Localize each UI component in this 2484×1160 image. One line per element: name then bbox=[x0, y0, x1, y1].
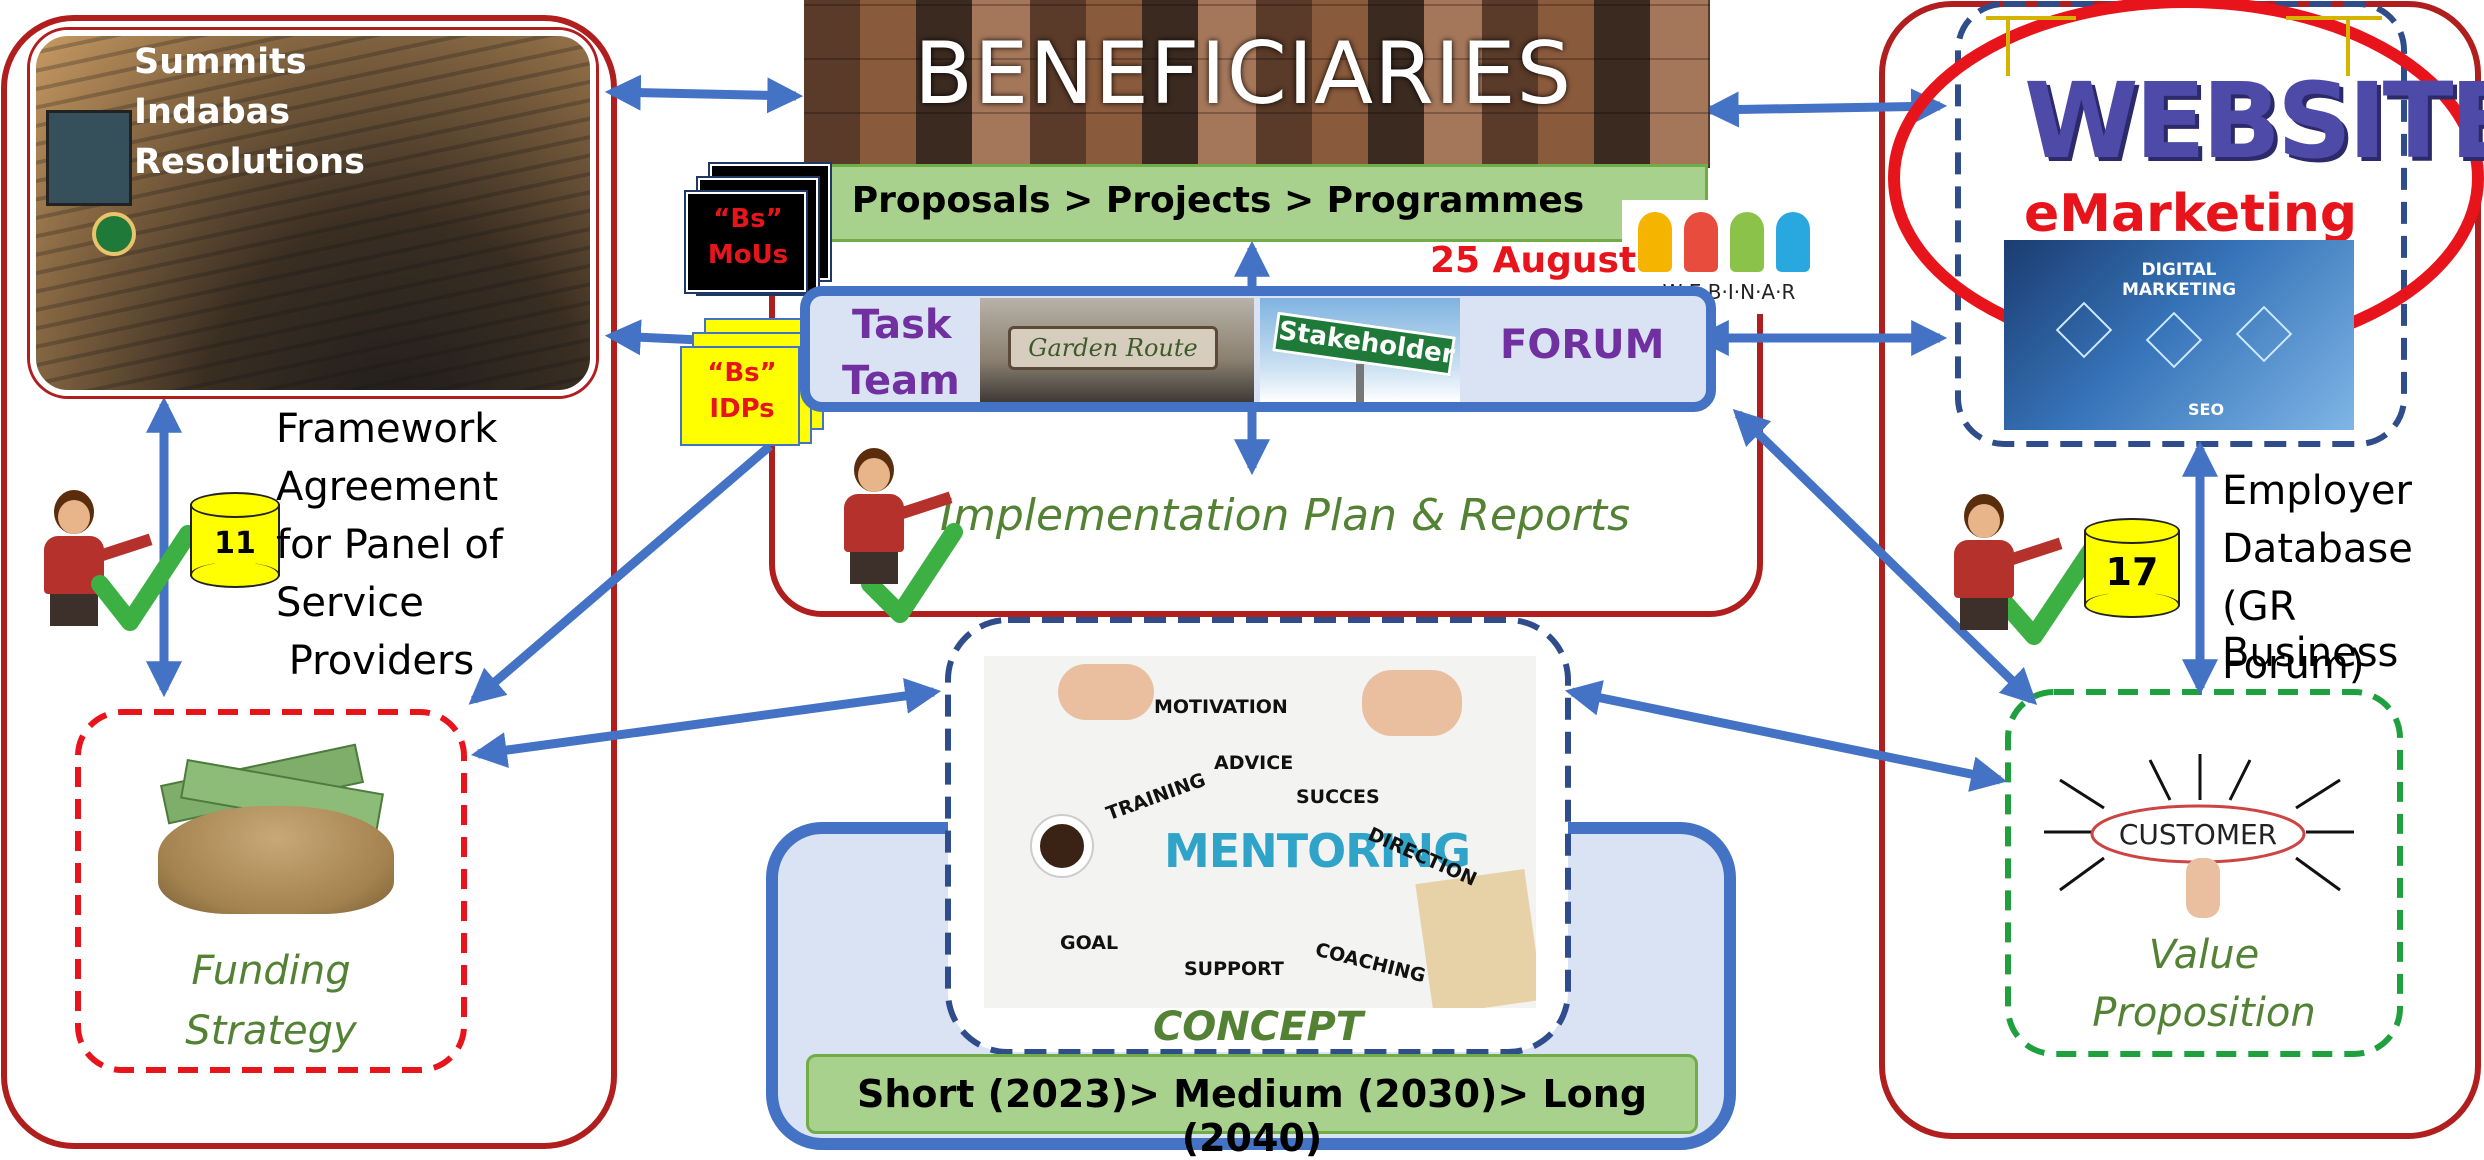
forum-band bbox=[800, 286, 1716, 412]
employer-db-line-1: Employer bbox=[2222, 468, 2412, 514]
mentoring-word-support: SUPPORT bbox=[1184, 958, 1284, 980]
coffee-cup bbox=[1032, 816, 1092, 876]
digital-marketing-image: DIGITAL MARKETING SEO bbox=[2004, 240, 2354, 430]
bs-mous-line1: “Bs” bbox=[713, 204, 783, 234]
framework-line-2: Agreement bbox=[276, 464, 499, 510]
resolutions-label: Resolutions bbox=[134, 142, 366, 182]
employer-db-line-2: Database bbox=[2222, 526, 2413, 572]
mentoring-word-advice: ADVICE bbox=[1214, 752, 1294, 774]
emarketing-label: eMarketing bbox=[2024, 184, 2358, 244]
digital-hexagon-2 bbox=[2145, 311, 2203, 369]
mentoring-word-succes: SUCCES bbox=[1296, 786, 1380, 808]
webinar-head-icon-3 bbox=[1730, 212, 1764, 272]
employer-db-line-4: Forum) bbox=[2222, 642, 2365, 688]
value-line-1: Value bbox=[2148, 932, 2260, 978]
pipeline-bar bbox=[826, 164, 1708, 242]
mentoring-photo: MENTORING MOTIVATION ADVICE TRAINING SUC… bbox=[984, 656, 1536, 1008]
presenter-figure-implementation bbox=[830, 448, 953, 584]
money-bag-illustration bbox=[122, 743, 422, 914]
mentoring-word-motivation: MOTIVATION bbox=[1154, 696, 1288, 718]
garden-route-sign-photo: Garden Route bbox=[980, 298, 1254, 402]
bs-idps-line1: “Bs” bbox=[707, 358, 777, 388]
concept-label: CONCEPT bbox=[1152, 1004, 1364, 1050]
digital-hexagon-3 bbox=[2235, 305, 2293, 363]
website-wordmark: WEBSITE bbox=[2024, 60, 2484, 182]
seo-text: SEO bbox=[2188, 400, 2225, 419]
mentoring-center-word: MENTORING bbox=[1164, 824, 1471, 878]
indabas-label: Indabas bbox=[134, 92, 291, 132]
webinar-head-icon-2 bbox=[1684, 212, 1718, 272]
customer-marker-hand bbox=[2186, 858, 2220, 918]
bs-mous-card: “Bs” MoUs bbox=[686, 192, 806, 292]
hand-left bbox=[1058, 664, 1154, 720]
website-cranes bbox=[1986, 10, 2386, 76]
bs-mous-line2: MoUs bbox=[707, 240, 789, 270]
database-icon-17: 17 bbox=[2084, 518, 2180, 618]
bs-idps-line2: IDPs bbox=[709, 394, 775, 424]
customer-label: CUSTOMER bbox=[2118, 818, 2278, 851]
forum-label: FORUM bbox=[1500, 322, 1665, 368]
beneficiaries-banner: BENEFICIARIES bbox=[804, 0, 1710, 168]
webinar-head-icon-1 bbox=[1638, 212, 1672, 272]
framework-line-4: Service bbox=[276, 580, 424, 626]
funding-line-2: Strategy bbox=[185, 1008, 357, 1054]
funding-line-1: Funding bbox=[191, 948, 351, 994]
webinar-date: 25 August bbox=[1430, 240, 1637, 281]
mentoring-word-coaching: COACHING bbox=[1313, 938, 1428, 988]
employer-db-line-3: (GR Business bbox=[2222, 584, 2399, 676]
garden-route-sign-text: Garden Route bbox=[1028, 334, 1198, 362]
summits-label: Summits bbox=[134, 42, 307, 82]
database-icon-11: 11 bbox=[190, 492, 280, 588]
value-line-2: Proposition bbox=[2092, 990, 2316, 1036]
pipeline-label: Proposals > Projects > Programmes bbox=[851, 180, 1585, 221]
database-badge-11: 11 bbox=[214, 526, 256, 561]
digital-marketing-text: DIGITAL MARKETING bbox=[2121, 260, 2237, 300]
task-team-line1: Task bbox=[852, 302, 952, 348]
webinar-head-icon-4 bbox=[1776, 212, 1810, 272]
hall-screen bbox=[46, 110, 132, 206]
framework-line-3: for Panel of bbox=[276, 522, 503, 568]
implementation-label: Implementation Plan & Reports bbox=[940, 490, 1631, 541]
notepad bbox=[1415, 868, 1536, 1008]
summit-hall-photo: Summits Indabas Resolutions bbox=[30, 30, 596, 396]
framework-line-5: Providers bbox=[276, 638, 475, 684]
hall-emblem bbox=[92, 212, 136, 256]
hand-right bbox=[1362, 670, 1462, 736]
mentoring-word-goal: GOAL bbox=[1060, 932, 1119, 954]
stakeholder-sign-photo: Stakeholder bbox=[1260, 298, 1460, 402]
presenter-figure-right bbox=[1940, 494, 2063, 630]
timeline-bar bbox=[806, 1054, 1698, 1134]
digital-hexagon-1 bbox=[2055, 301, 2113, 359]
task-team-line2: Team bbox=[842, 358, 960, 404]
framework-line-1: Framework bbox=[276, 406, 498, 452]
mentoring-word-training: TRAINING bbox=[1103, 768, 1209, 826]
timeline-label: Short (2023)> Medium (2030)> Long (2040) bbox=[856, 1072, 1648, 1160]
presenter-figure-left bbox=[30, 490, 153, 626]
bs-idps-card: “Bs” IDPs bbox=[680, 346, 800, 446]
beneficiaries-title: BENEFICIARIES bbox=[914, 24, 1573, 124]
database-badge-17: 17 bbox=[2105, 550, 2159, 594]
